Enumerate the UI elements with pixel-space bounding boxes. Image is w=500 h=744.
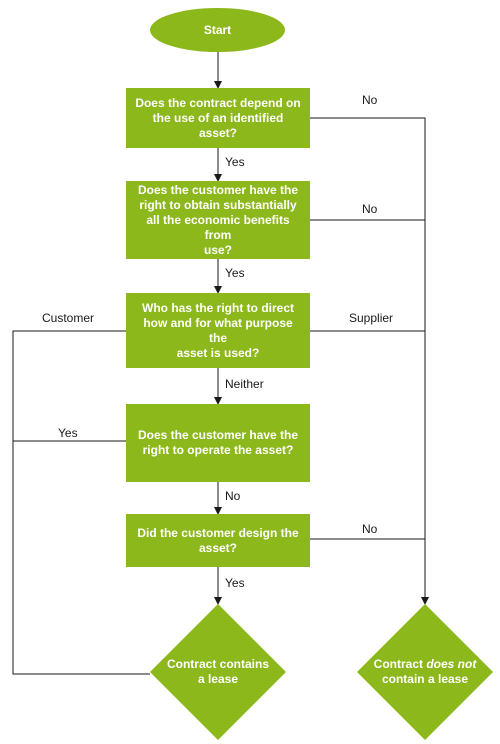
q1-line-2: the use of an identified asset? — [152, 110, 284, 140]
label-q2-yes: Yes — [225, 266, 245, 280]
label-q5-yes: Yes — [225, 576, 245, 590]
lease-line-1: Contract contains — [166, 657, 269, 671]
diamond-no-lease — [357, 604, 493, 740]
q3-line-1: Who has the right to direct — [142, 300, 294, 315]
label-q4-yes: Yes — [58, 426, 78, 440]
label-q4-no: No — [225, 489, 241, 503]
label-q5-no: No — [362, 522, 378, 536]
outcome-no-lease: Contract does not contain a lease — [365, 657, 485, 687]
q2-line-2: right to obtain substantially — [139, 197, 297, 212]
diamond-contains-lease — [150, 604, 286, 740]
outcome-contains-lease: Contract contains a lease — [158, 657, 278, 687]
label-q1-yes: Yes — [225, 155, 245, 169]
connector-q3-customer — [12, 330, 150, 675]
q2-line-1: Does the customer have the — [137, 182, 299, 197]
label-q3-supplier: Supplier — [349, 311, 394, 325]
connector-q1-no — [310, 117, 429, 605]
label-q3-neither: Neither — [225, 377, 264, 391]
no-lease-line-2: contain a lease — [381, 672, 469, 686]
no-lease-prefix: Contract — [373, 657, 427, 671]
q3-line-2: how and for what purpose the — [143, 315, 293, 345]
q2-line-3: all the economic benefits from — [146, 212, 290, 242]
label-q2-no: No — [362, 202, 378, 216]
q5-line-1: Did the customer design the — [137, 525, 299, 540]
q5-line-2: asset? — [198, 540, 237, 555]
q4-line-2: right to operate the asset? — [142, 443, 294, 457]
label-q1-no: No — [362, 93, 378, 107]
q1-line-1: Does the contract depend on — [135, 95, 301, 110]
no-lease-emphasis: does not — [426, 657, 477, 671]
q2-line-4: use? — [203, 242, 232, 257]
label-q3-customer: Customer — [42, 311, 95, 325]
q4-line-1: Does the customer have the — [137, 428, 299, 442]
start-oval: Start — [150, 8, 285, 52]
lease-line-2: a lease — [197, 672, 239, 686]
q3-line-3: asset is used? — [176, 345, 260, 360]
